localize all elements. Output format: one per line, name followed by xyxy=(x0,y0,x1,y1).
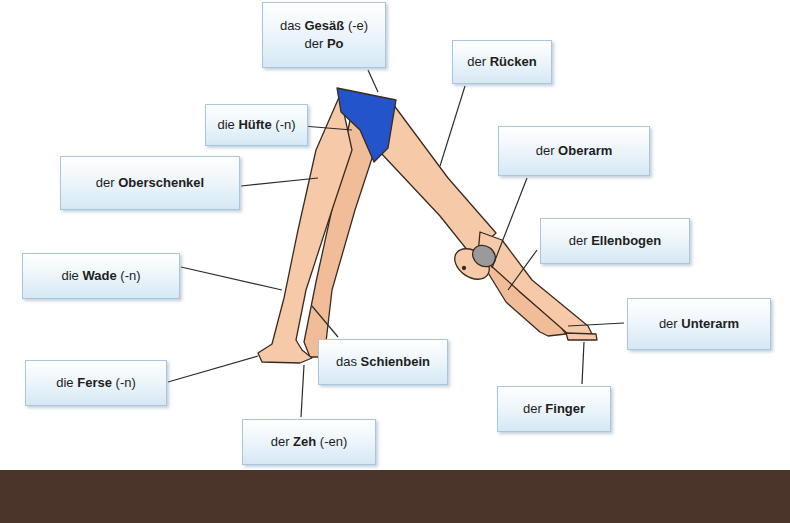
label-box: der Finger xyxy=(497,386,611,432)
label-box: die Hüfte (-n) xyxy=(205,104,308,146)
label-box: der Rücken xyxy=(452,40,552,84)
label-box: der Oberarm xyxy=(498,126,650,176)
label-box: die Ferse (-n) xyxy=(25,360,167,406)
label-box: der Ellenbogen xyxy=(540,218,690,264)
label-box: der Unterarm xyxy=(627,298,771,350)
part-name: der Zeh (-en) xyxy=(271,433,348,451)
part-name: das Gesäß (-e) xyxy=(280,17,368,35)
part-name: die Hüfte (-n) xyxy=(217,116,295,134)
part-name: der Oberarm xyxy=(536,142,613,160)
part-name: der Po xyxy=(304,35,343,53)
label-box: das Schienbein xyxy=(318,339,448,385)
label-box: das Gesäß (-e)der Po xyxy=(262,2,386,68)
part-name: die Wade (-n) xyxy=(61,267,140,285)
part-name: die Ferse (-n) xyxy=(56,374,136,392)
part-name: der Rücken xyxy=(467,53,536,71)
part-name: das Schienbein xyxy=(336,353,430,371)
label-box: der Zeh (-en) xyxy=(242,419,376,465)
label-box: die Wade (-n) xyxy=(22,253,180,299)
label-box: der Oberschenkel xyxy=(60,156,240,210)
part-name: der Unterarm xyxy=(659,315,739,333)
part-name: der Finger xyxy=(523,400,585,418)
part-name: der Ellenbogen xyxy=(569,232,661,250)
part-name: der Oberschenkel xyxy=(96,174,204,192)
footer-band xyxy=(0,470,790,523)
